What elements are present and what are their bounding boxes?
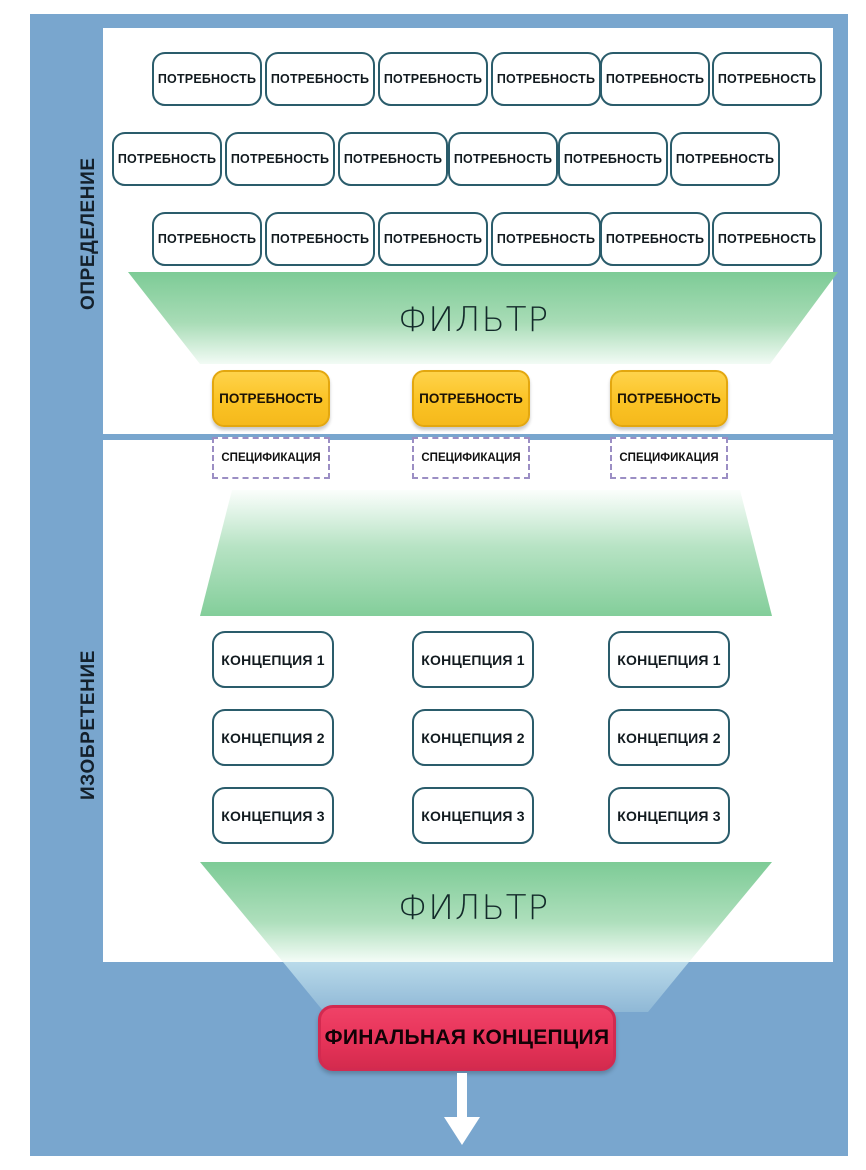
concept-box[interactable]: КОНЦЕПЦИЯ 3 — [608, 787, 730, 844]
need-box[interactable]: ПОТРЕБНОСТЬ — [712, 52, 822, 106]
need-box[interactable]: ПОТРЕБНОСТЬ — [558, 132, 668, 186]
need-box[interactable]: ПОТРЕБНОСТЬ — [225, 132, 335, 186]
need-box[interactable]: ПОТРЕБНОСТЬ — [491, 212, 601, 266]
need-box[interactable]: ПОТРЕБНОСТЬ — [491, 52, 601, 106]
specification-box[interactable]: СПЕЦИФИКАЦИЯ — [412, 437, 530, 479]
concept-box[interactable]: КОНЦЕПЦИЯ 2 — [608, 709, 730, 766]
need-box[interactable]: ПОТРЕБНОСТЬ — [152, 212, 262, 266]
need-box[interactable]: ПОТРЕБНОСТЬ — [378, 52, 488, 106]
concept-box[interactable]: КОНЦЕПЦИЯ 3 — [212, 787, 334, 844]
stage-label-definition: ОПРЕДЕЛЕНИЕ — [78, 157, 99, 310]
concept-box[interactable]: КОНЦЕПЦИЯ 3 — [412, 787, 534, 844]
need-box[interactable]: ПОТРЕБНОСТЬ — [378, 212, 488, 266]
concept-box[interactable]: КОНЦЕПЦИЯ 1 — [212, 631, 334, 688]
need-box[interactable]: ПОТРЕБНОСТЬ — [600, 52, 710, 106]
need-box[interactable]: ПОТРЕБНОСТЬ — [600, 212, 710, 266]
filter-label-top: ФИЛЬТР — [398, 300, 550, 340]
concept-box[interactable]: КОНЦЕПЦИЯ 1 — [608, 631, 730, 688]
specification-box[interactable]: СПЕЦИФИКАЦИЯ — [212, 437, 330, 479]
stage-label-invention: ИЗОБРЕТЕНИЕ — [78, 649, 99, 800]
filter-funnel-top — [128, 272, 838, 364]
filter-funnel-middle — [200, 490, 772, 616]
concept-box[interactable]: КОНЦЕПЦИЯ 2 — [212, 709, 334, 766]
need-box[interactable]: ПОТРЕБНОСТЬ — [265, 52, 375, 106]
selected-need-box[interactable]: ПОТРЕБНОСТЬ — [412, 370, 530, 427]
need-box[interactable]: ПОТРЕБНОСТЬ — [265, 212, 375, 266]
need-box[interactable]: ПОТРЕБНОСТЬ — [338, 132, 448, 186]
final-concept-box[interactable]: ФИНАЛЬНАЯ КОНЦЕПЦИЯ — [318, 1005, 616, 1071]
filter-label-bottom: ФИЛЬТР — [398, 888, 550, 928]
down-arrow-icon — [440, 1073, 484, 1152]
need-box[interactable]: ПОТРЕБНОСТЬ — [712, 212, 822, 266]
need-box[interactable]: ПОТРЕБНОСТЬ — [670, 132, 780, 186]
filter-funnel-bottom — [200, 862, 772, 962]
specification-box[interactable]: СПЕЦИФИКАЦИЯ — [610, 437, 728, 479]
selected-need-box[interactable]: ПОТРЕБНОСТЬ — [610, 370, 728, 427]
filter-funnel-bottom-tail — [283, 962, 689, 1012]
selected-need-box[interactable]: ПОТРЕБНОСТЬ — [212, 370, 330, 427]
need-box[interactable]: ПОТРЕБНОСТЬ — [448, 132, 558, 186]
need-box[interactable]: ПОТРЕБНОСТЬ — [152, 52, 262, 106]
concept-box[interactable]: КОНЦЕПЦИЯ 2 — [412, 709, 534, 766]
concept-box[interactable]: КОНЦЕПЦИЯ 1 — [412, 631, 534, 688]
need-box[interactable]: ПОТРЕБНОСТЬ — [112, 132, 222, 186]
